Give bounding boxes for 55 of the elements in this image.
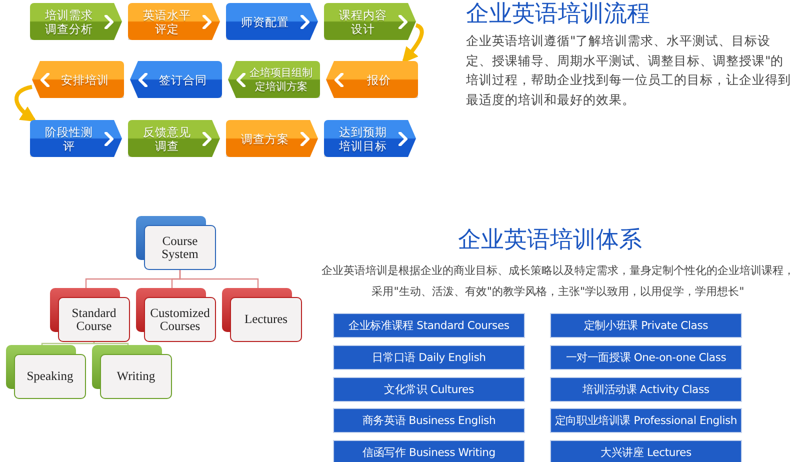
org-chart-box xyxy=(136,288,216,342)
course-tag: 信函写作 Business Writing xyxy=(334,441,524,462)
step-label: 报价 xyxy=(366,72,392,86)
step-label: 师资配置 xyxy=(241,14,289,28)
org-chart-box xyxy=(50,288,130,342)
course-tag: 企业标准课程 Standard Courses xyxy=(334,314,524,337)
step-label: 达到预期培训目标 xyxy=(339,124,387,152)
org-chart-box xyxy=(6,345,86,399)
step-label: 签订合同 xyxy=(159,72,207,86)
arrow xyxy=(14,84,37,122)
org-chart-box xyxy=(92,345,172,399)
process-step xyxy=(324,3,416,40)
step-label: 企培项目组制定培训方案 xyxy=(249,66,313,94)
box-label: Standard Course xyxy=(70,304,118,334)
process-step xyxy=(130,61,222,98)
org-chart-box xyxy=(136,216,216,270)
box-label: Lectures xyxy=(243,311,289,328)
description-text: 企业英语培训是根据企业的商业目标、成长策略以及特定需求，量身定制个性化的企业培训课程，采用"生动、活泼、有效"的教学风格，主张"学以致用，以用促学，学用想长" xyxy=(320,263,796,300)
process-step xyxy=(326,61,418,98)
box-label: Course System xyxy=(160,232,200,263)
course-tag: 培训活动课 Activity Class xyxy=(551,378,741,401)
description-text: 企业英语培训遵循"了解培训需求、水平测试、目标设定、授课辅导、周期水平测试、调整目标、调整授课"的培训过程，帮助企业找到每一位员工的目标，让企业得到最适度的培训和最好的效果。 xyxy=(466,32,792,108)
connector-line xyxy=(179,270,259,288)
process-step xyxy=(30,3,122,40)
process-step xyxy=(30,120,122,157)
process-step xyxy=(228,61,320,98)
org-chart-box xyxy=(222,288,302,342)
box-label: Speaking xyxy=(26,368,74,385)
process-step xyxy=(324,120,416,157)
step-label: 安排培训 xyxy=(61,72,109,86)
course-tag: 定向职业培训课 Professional English xyxy=(551,409,741,432)
course-tag: 大兴讲座 Lectures xyxy=(551,441,741,462)
step-label: 调查方案 xyxy=(241,132,289,146)
step-label: 英语水平评定 xyxy=(143,8,191,36)
step-label: 阶段性测评 xyxy=(45,124,93,152)
section-heading: 企业英语培训流程 xyxy=(466,0,650,28)
course-tag: 一对一面授课 One-on-one Class xyxy=(551,346,741,369)
step-label: 课程内容设计 xyxy=(339,8,387,36)
arrow xyxy=(402,23,424,64)
course-tag: 商务英语 Business English xyxy=(334,409,524,432)
section-heading: 企业英语培训体系 xyxy=(458,226,642,254)
connector-line xyxy=(41,342,95,345)
box-label: Writing xyxy=(116,368,156,385)
process-step xyxy=(128,120,220,157)
process-step xyxy=(226,3,318,40)
box-label: Customized Courses xyxy=(149,304,211,334)
course-tag: 日常口语 Daily English xyxy=(334,346,524,369)
connector-line xyxy=(93,342,129,345)
course-tag: 文化常识 Cultures xyxy=(334,378,524,401)
process-step xyxy=(128,3,220,40)
step-label: 反馈意见调查 xyxy=(143,124,191,152)
course-tag: 定制小班课 Private Class xyxy=(551,314,741,337)
process-step xyxy=(226,120,318,157)
process-step xyxy=(32,61,124,98)
step-label: 培训需求调查分析 xyxy=(45,8,93,36)
